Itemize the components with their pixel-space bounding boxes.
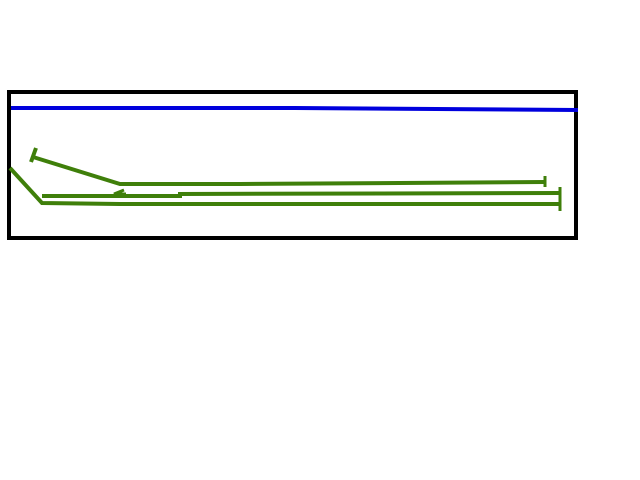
switch-marker	[113, 188, 126, 196]
siding-upper	[32, 155, 546, 186]
main-line	[11, 106, 579, 112]
frame-rectangle	[7, 90, 578, 240]
siding-middle	[42, 191, 561, 198]
buffer-stop-left	[29, 147, 38, 163]
siding-lower	[8, 166, 560, 206]
